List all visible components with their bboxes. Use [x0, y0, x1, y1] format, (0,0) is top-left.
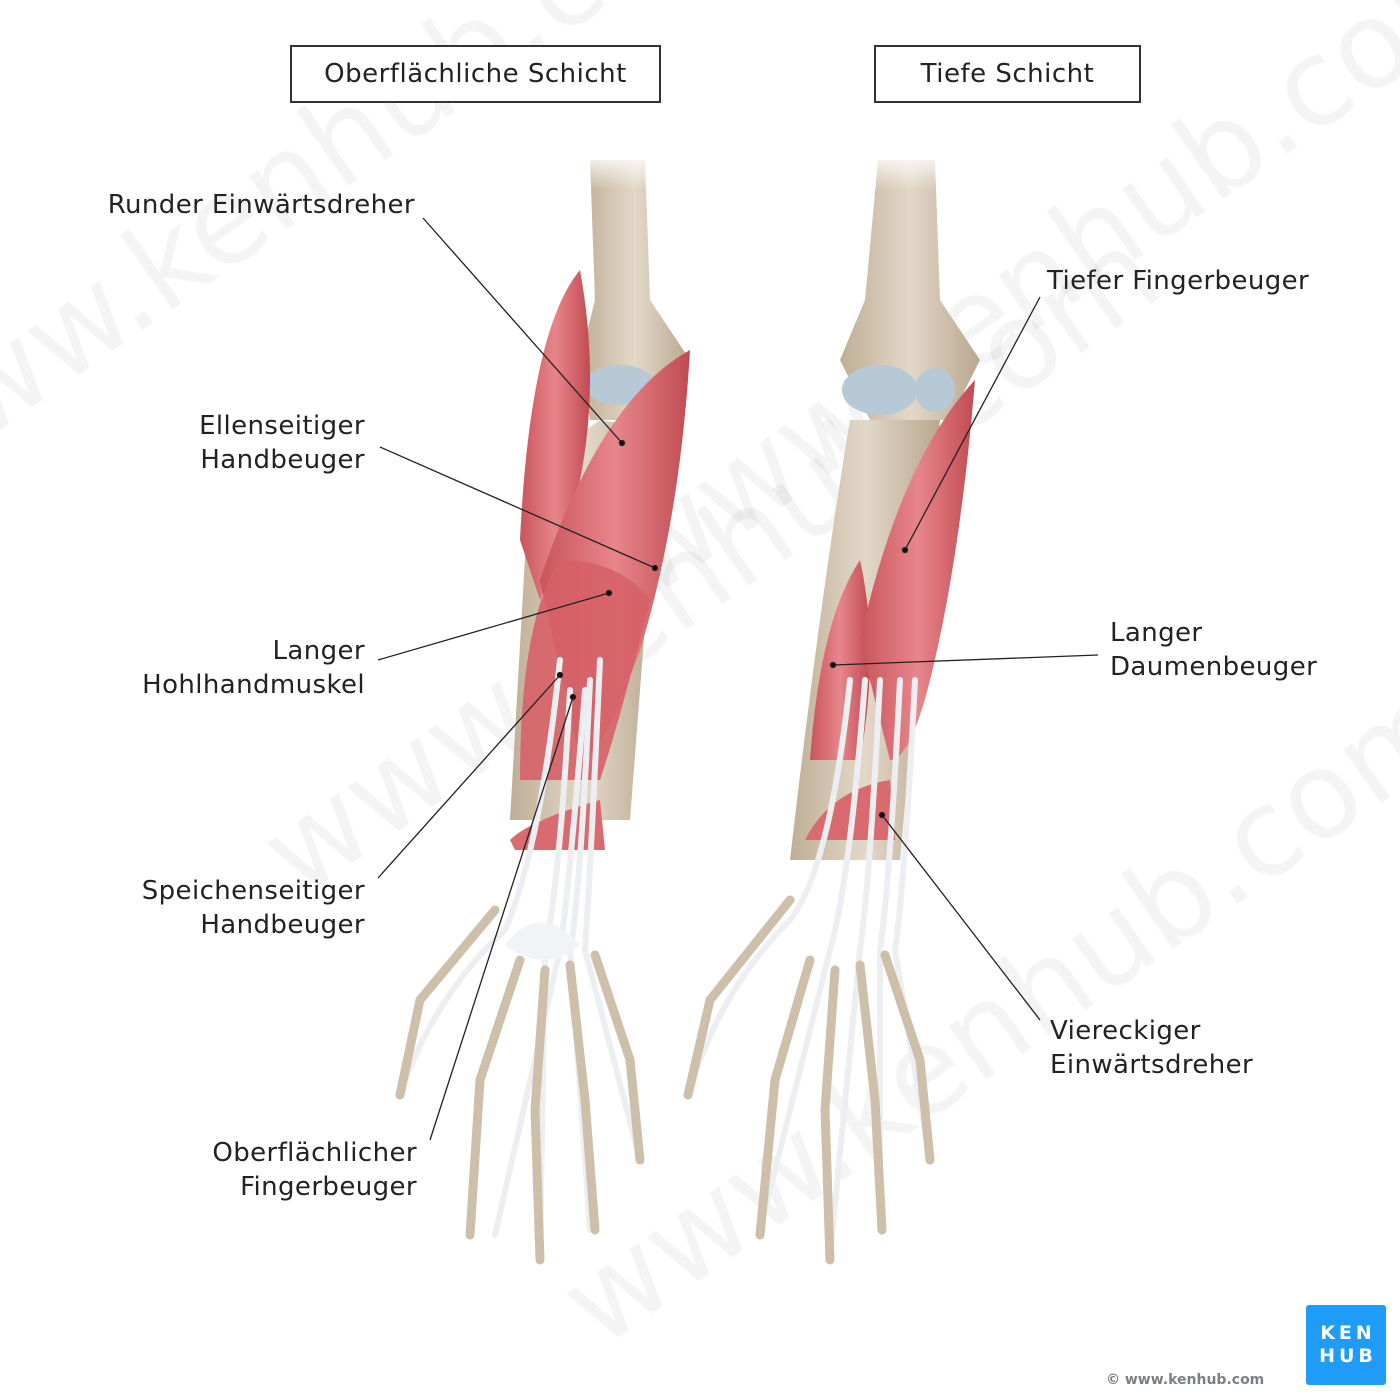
header-deep-layer: Tiefe Schicht [874, 45, 1141, 103]
copyright-text: © www.kenhub.com [1106, 1372, 1265, 1388]
superficial-layer-arm [395, 160, 690, 1265]
leader-line-fdp [904, 296, 1041, 551]
label-line: Handbeuger [200, 910, 365, 940]
leader-line-fcr [377, 674, 561, 879]
label-line: Daumenbeuger [1110, 652, 1318, 682]
leader-line-fpl [832, 654, 1099, 666]
deep-layer-arm [683, 160, 980, 1265]
label-line: Hohlhandmuskel [142, 670, 365, 700]
leader-line-pronator-teres [422, 217, 623, 444]
logo-line: HUB [1319, 1345, 1377, 1367]
label-line: Handbeuger [200, 445, 365, 475]
label-line: Einwärtsdreher [1050, 1050, 1254, 1080]
watermark: www.kenhub.com [537, 652, 1400, 1373]
label-fdp: Tiefer Fingerbeuger [1047, 266, 1310, 296]
label-line: Langer [272, 636, 365, 666]
leader-line-fcu [379, 446, 656, 569]
leader-line-pq [881, 814, 1041, 1021]
label-line: Speichenseitiger [141, 876, 365, 906]
label-line: Langer [1110, 618, 1203, 648]
header-superficial-layer: Oberflächliche Schicht [290, 45, 661, 103]
logo-line: KEN [1320, 1322, 1376, 1344]
flexor-pollicis-longus-muscle [810, 560, 870, 760]
leader-line-palmaris [377, 592, 610, 661]
label-line: Fingerbeuger [240, 1172, 417, 1202]
label-line: Ellenseitiger [199, 411, 365, 441]
label-line: Oberflächlicher [212, 1138, 417, 1168]
leader-line-fds [429, 696, 574, 1141]
pronator-teres-muscle [520, 270, 590, 600]
label-pronator-teres: Runder Einwärtsdreher [107, 190, 415, 220]
flexor-digitorum-profundus-muscle [860, 380, 975, 760]
label-line: Viereckiger [1050, 1016, 1201, 1046]
